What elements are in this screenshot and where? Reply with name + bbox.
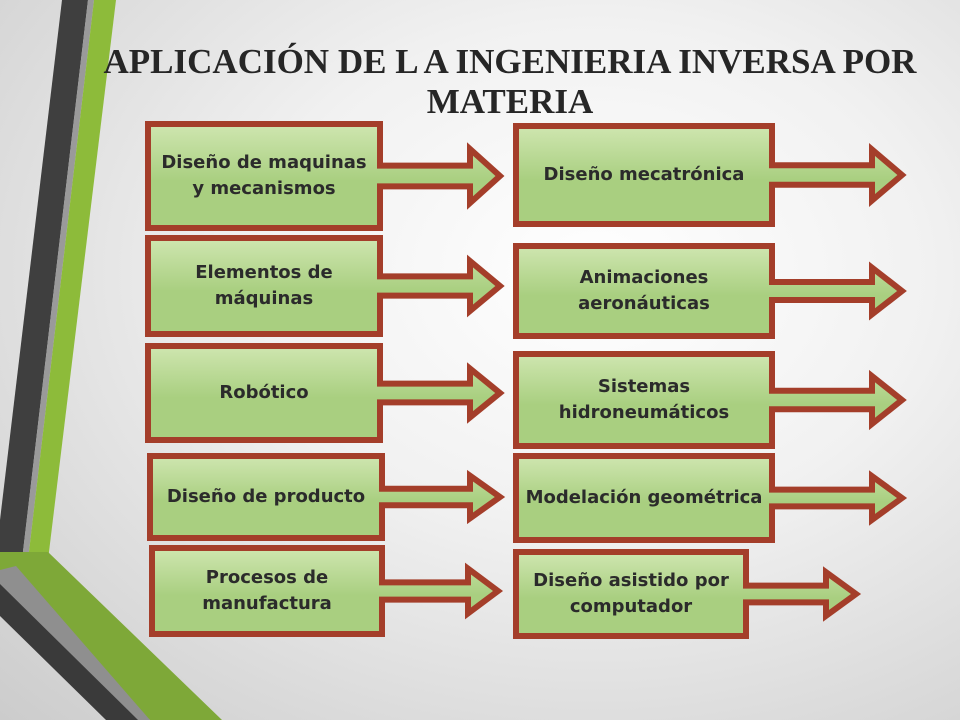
right-node-2: Animaciones aeronáuticas bbox=[513, 243, 907, 339]
gray-vertical-stripe bbox=[22, 0, 94, 560]
right-node-5: Diseño asistido por computador bbox=[513, 549, 862, 639]
right-node-1: Diseño mecatrónica bbox=[513, 123, 907, 227]
right-node-2-label: Animaciones aeronáuticas bbox=[578, 267, 710, 314]
left-node-4-shape bbox=[147, 453, 506, 541]
left-node-1-shape bbox=[145, 121, 505, 231]
right-node-5-arrow bbox=[513, 549, 862, 639]
right-node-2-arrow bbox=[513, 243, 907, 339]
right-node-2-shape bbox=[513, 243, 907, 339]
green-vertical-stripe bbox=[28, 0, 116, 560]
left-node-1-arrow bbox=[145, 121, 505, 231]
right-node-4-arrow bbox=[513, 453, 908, 543]
right-node-1-arrow bbox=[513, 123, 907, 227]
green-diagonal-stripe bbox=[0, 552, 222, 720]
left-node-3-arrow bbox=[145, 343, 505, 443]
right-node-4: Modelación geométrica bbox=[513, 453, 908, 543]
left-node-1-label: Diseño de maquinas y mecanismos bbox=[161, 152, 367, 199]
right-node-5-shape bbox=[513, 549, 862, 639]
right-node-1-shape bbox=[513, 123, 907, 227]
right-node-4-shape bbox=[513, 453, 908, 543]
right-node-5-label: Diseño asistido por computador bbox=[533, 570, 729, 617]
left-node-2-arrow bbox=[145, 235, 505, 337]
left-node-5: Procesos de manufactura bbox=[149, 545, 504, 637]
page-title: APLICACIÓN DE L A INGENIERIA INVERSA POR… bbox=[103, 42, 917, 121]
left-node-2-label: Elementos de máquinas bbox=[195, 262, 333, 309]
right-node-3-label: Sistemas hidroneumáticos bbox=[558, 376, 730, 423]
left-node-5-arrow bbox=[149, 545, 504, 637]
left-node-2-shape bbox=[145, 235, 505, 337]
left-node-5-label: Procesos de manufactura bbox=[202, 567, 332, 614]
gray-diagonal-stripe bbox=[0, 566, 150, 720]
right-node-3: Sistemas hidroneumáticos bbox=[513, 351, 907, 449]
right-node-3-arrow bbox=[513, 351, 907, 449]
left-node-1: Diseño de maquinas y mecanismos bbox=[145, 121, 505, 231]
left-node-3: Robótico bbox=[145, 343, 505, 443]
left-node-3-label: Robótico bbox=[219, 382, 309, 403]
left-node-4: Diseño de producto bbox=[147, 453, 506, 541]
left-node-2: Elementos de máquinas bbox=[145, 235, 505, 337]
right-node-1-label: Diseño mecatrónica bbox=[543, 164, 745, 185]
left-node-4-label: Diseño de producto bbox=[166, 486, 366, 507]
dark-vertical-stripe bbox=[0, 0, 88, 560]
left-node-3-shape bbox=[145, 343, 505, 443]
left-node-4-arrow bbox=[147, 453, 506, 541]
left-node-5-shape bbox=[149, 545, 504, 637]
dark-diagonal-stripe bbox=[0, 584, 138, 720]
right-node-3-shape bbox=[513, 351, 907, 449]
right-node-4-label: Modelación geométrica bbox=[525, 487, 763, 508]
